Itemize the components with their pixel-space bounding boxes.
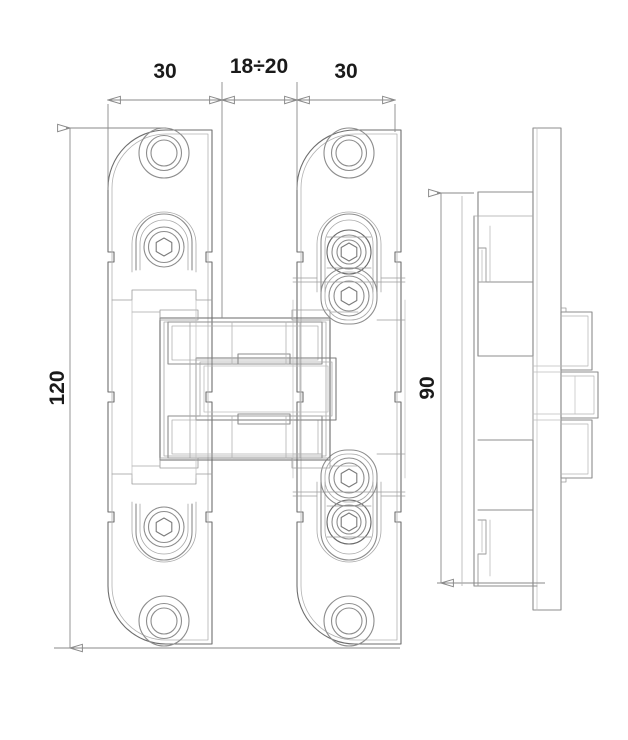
right-leaf-bottom-hex-socket: [340, 512, 358, 532]
left-leaf-bottom-hex-socket: [155, 517, 173, 537]
left-leaf-bottom-adjuster: [131, 501, 197, 563]
right-leaf-lower-hex-socket: [340, 286, 358, 306]
left-leaf-top-adjuster: [131, 211, 197, 273]
right-leaf-bottom-mounting-hole: [323, 595, 375, 647]
dim-text-30-right: 30: [334, 60, 357, 83]
front-view-central-linkage: [131, 309, 359, 469]
left-leaf-outline: [107, 129, 213, 645]
right-leaf-inner-offset: [300, 133, 398, 641]
left-leaf-top-mounting-hole: [138, 127, 190, 179]
right-leaf-outline: [296, 129, 402, 645]
dim-text-90: 90: [416, 376, 439, 399]
front-view-left-leaf: [107, 127, 213, 647]
right-leaf-body-guides: [292, 299, 406, 479]
side-view-knuckle-blocks: [560, 307, 599, 483]
right-leaf-top-mounting-hole: [323, 127, 375, 179]
right-leaf-upper-hex-socket: [340, 242, 358, 262]
side-view-profile: [473, 127, 599, 611]
dim-text-30-left: 30: [153, 60, 176, 83]
left-leaf-bottom-step: [111, 473, 213, 485]
dim-text-120: 120: [46, 370, 69, 405]
right-leaf-adjustment-block-lower-bottom: [316, 481, 382, 563]
left-leaf-top-step: [111, 289, 213, 301]
dimension-annotations: [54, 82, 545, 648]
dim-text-18-20: 18÷20: [230, 55, 288, 78]
left-leaf-bottom-mounting-hole: [138, 595, 190, 647]
left-leaf-body-guides: [131, 299, 197, 479]
left-leaf-inner-offset: [111, 133, 209, 641]
front-view-right-leaf: [292, 127, 406, 647]
right-leaf-eccentric-cam-bottom: [320, 449, 378, 507]
right-leaf-adjustment-block-lower: [320, 267, 378, 325]
dimension-values: 30 18÷20 30 120 90: [46, 55, 439, 406]
left-leaf-top-hex-socket: [155, 237, 173, 257]
